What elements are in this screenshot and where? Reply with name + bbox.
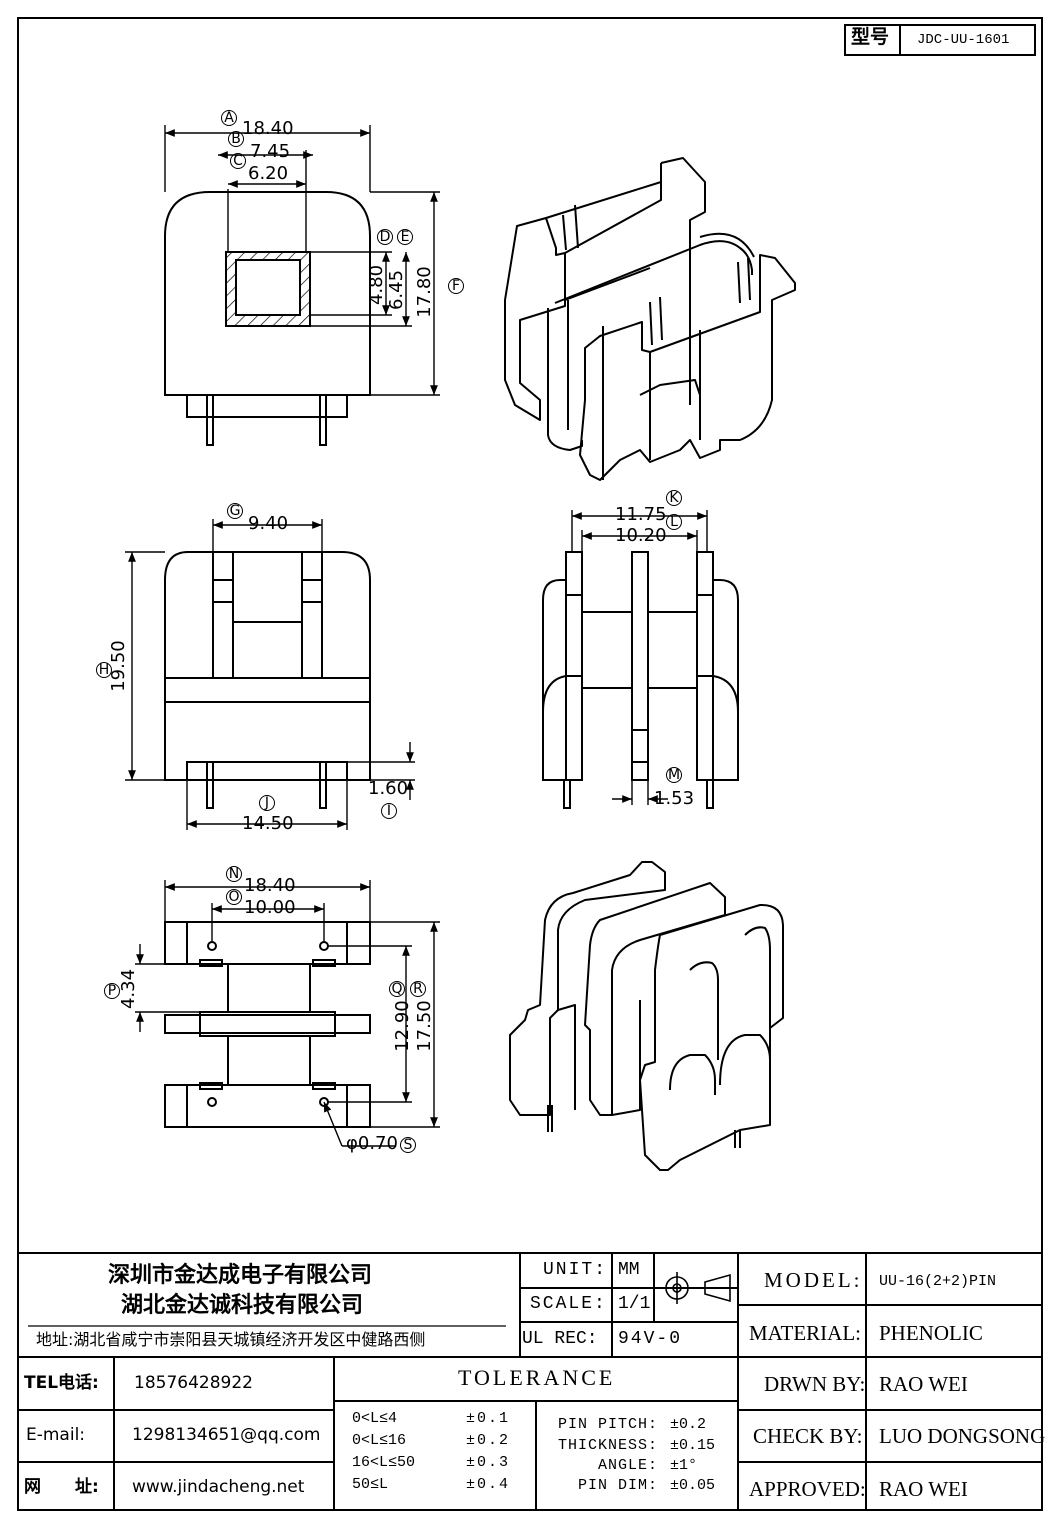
- side-view: [542, 551, 739, 809]
- dim-tag-a: A: [221, 110, 237, 126]
- unit-label: UNIT:: [543, 1260, 608, 1280]
- side-view-dim-lines: [571, 510, 708, 805]
- tolerance-range-3: 16<L≤50: [352, 1454, 416, 1471]
- material-value: PHENOLIC: [879, 1321, 983, 1345]
- dim-tag-i: I: [381, 803, 397, 819]
- dim-tag-p: P: [104, 983, 120, 999]
- dim-tag-g: G: [227, 503, 243, 519]
- bottom-view-dim-lines: [135, 880, 440, 1147]
- dim-value-h: 19.50: [107, 640, 129, 692]
- dim-value-o: 10.00: [244, 897, 296, 918]
- approved-label: APPROVED:: [749, 1477, 866, 1501]
- bottom-view: [164, 921, 371, 1128]
- part-number-label: 型号: [851, 27, 890, 49]
- dim-value-s: φ0.70: [346, 1133, 398, 1154]
- pin-dim-label: PIN DIM:: [577, 1477, 658, 1494]
- dim-value-j: 14.50: [242, 813, 294, 834]
- unit-value: MM: [618, 1260, 640, 1280]
- projection-symbol-icon: [661, 1272, 736, 1304]
- tolerance-range-4: 50≤L: [352, 1476, 389, 1493]
- angle-label: ANGLE:: [597, 1457, 658, 1474]
- part-number: JDC-UU-1601: [917, 32, 1010, 48]
- dim-value-d: 4.80: [366, 264, 388, 306]
- company-name-1: 深圳市金达成电子有限公司: [108, 1263, 373, 1288]
- dim-tag-b: B: [228, 131, 244, 147]
- dim-tag-o: O: [226, 889, 242, 905]
- tolerance-value-1: ±0.1: [466, 1410, 511, 1427]
- dim-value-c: 6.20: [248, 163, 289, 184]
- web-label: 网 址:: [24, 1477, 99, 1497]
- top-view: [164, 125, 371, 446]
- dim-value-a: 18.40: [242, 118, 294, 139]
- web-value: www.jindacheng.net: [132, 1477, 305, 1497]
- dim-tag-d: D: [377, 229, 393, 245]
- isometric-view-upper: [504, 157, 796, 481]
- company-address: 地址:湖北省咸宁市崇阳县天城镇经济开发区中健路西侧: [36, 1330, 426, 1349]
- dim-value-i: 1.60: [368, 778, 409, 799]
- dim-tag-c: C: [230, 153, 246, 169]
- check-by-label: CHECK BY:: [753, 1424, 863, 1448]
- drawn-by-value: RAO WEI: [879, 1372, 968, 1396]
- tolerance-value-2: ±0.2: [466, 1432, 511, 1449]
- top-view-dim-lines: [165, 129, 440, 396]
- title-block-grid: [18, 1252, 1042, 1510]
- dim-tag-n: N: [226, 866, 242, 882]
- dim-tag-s: S: [400, 1137, 416, 1153]
- dim-value-b: 7.45: [250, 141, 291, 162]
- dim-tag-e: E: [397, 229, 413, 245]
- tel-label: TEL电话:: [24, 1373, 99, 1393]
- dim-tag-l: L: [666, 514, 682, 530]
- tolerance-range-1: 0<L≤4: [352, 1410, 398, 1427]
- scale-label: SCALE:: [530, 1294, 607, 1314]
- scale-value: 1/1: [618, 1294, 651, 1314]
- front-view-dim-lines: [125, 519, 415, 830]
- isometric-view-lower: [509, 861, 784, 1171]
- pin-pitch-label: PIN PITCH:: [557, 1416, 658, 1433]
- dim-value-q: 12.90: [391, 1000, 413, 1052]
- approved-value: RAO WEI: [879, 1477, 968, 1501]
- part-number-box: [844, 24, 1036, 56]
- dim-tag-f: F: [448, 278, 464, 294]
- email-value: 1298134651@qq.com: [132, 1425, 321, 1445]
- pin-pitch-value: ±0.2: [670, 1416, 707, 1433]
- model-value: UU-16(2+2)PIN: [879, 1273, 997, 1290]
- tolerance-title: TOLERANCE: [458, 1365, 616, 1390]
- dim-tag-m: M: [666, 767, 682, 783]
- dim-value-r: 17.50: [413, 1000, 435, 1052]
- dim-tag-h: H: [96, 662, 112, 678]
- check-by-value: LUO DONGSONG: [879, 1424, 1046, 1448]
- thickness-value: ±0.15: [670, 1437, 716, 1454]
- thickness-label: THICKNESS:: [557, 1437, 658, 1454]
- dim-tag-q: Q: [389, 981, 405, 997]
- dim-value-g: 9.40: [248, 513, 289, 534]
- email-label: E-mail:: [26, 1425, 86, 1445]
- dim-tag-j: J: [259, 795, 275, 811]
- dim-value-e: 6.45: [386, 269, 408, 311]
- material-label: MATERIAL:: [749, 1321, 861, 1345]
- model-label: MODEL:: [764, 1268, 863, 1292]
- ul-value: 94V-0: [618, 1329, 683, 1349]
- dim-value-m: 1.53: [654, 788, 695, 809]
- ul-label: UL REC:: [522, 1329, 598, 1349]
- dim-value-p: 4.34: [118, 968, 140, 1010]
- angle-value: ±1°: [670, 1457, 698, 1474]
- dim-value-k: 11.75: [615, 504, 667, 525]
- front-view: [164, 551, 371, 809]
- pin-dim-value: ±0.05: [670, 1477, 716, 1494]
- company-name-2: 湖北金达诚科技有限公司: [121, 1293, 364, 1318]
- sheet-border: [17, 17, 1043, 1511]
- dim-tag-r: R: [410, 981, 426, 997]
- tolerance-range-2: 0<L≤16: [352, 1432, 407, 1449]
- dim-tag-k: K: [666, 490, 682, 506]
- dim-value-f: 17.80: [413, 266, 435, 318]
- tolerance-value-3: ±0.3: [466, 1454, 511, 1471]
- dim-value-n: 18.40: [244, 875, 296, 896]
- drawn-by-label: DRWN BY:: [764, 1372, 866, 1396]
- dim-value-l: 10.20: [615, 525, 667, 546]
- tel-value: 18576428922: [134, 1373, 253, 1393]
- tolerance-value-4: ±0.4: [466, 1476, 511, 1493]
